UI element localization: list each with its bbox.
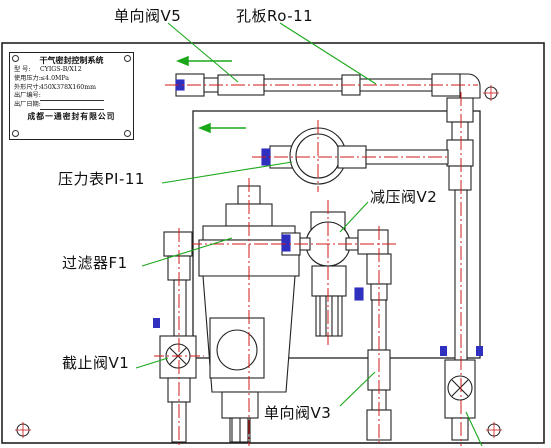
label-pressure-gauge-pi11: 压力表PI-11 (58, 170, 145, 188)
left-vertical-pipe (159, 231, 197, 443)
reducing-valve-v2 (281, 211, 389, 337)
nameplate-screw (12, 55, 19, 62)
label-stop-valve-v1: 截止阀V1 (62, 354, 130, 372)
label-check-valve-v5: 单向阀V5 (114, 7, 182, 25)
nameplate-value: ≤4.0MPa (40, 74, 69, 82)
top-pipe-run (175, 73, 481, 99)
nameplate-row-serial: 出厂编号: (14, 92, 129, 102)
right-valve-accent-2 (476, 346, 483, 356)
right-valve-accent (440, 346, 447, 356)
label-reducing-valve-v2: 减压阀V2 (370, 188, 438, 206)
nameplate-key: 出厂编号: (14, 92, 41, 100)
nameplate-key: 使用压力: (14, 74, 41, 82)
nameplate-row-date: 出厂日期: (14, 101, 129, 110)
right-vertical-pipe (444, 97, 476, 441)
nameplate-title: 干气密封控制系统 (39, 55, 104, 65)
label-filter-f1: 过滤器F1 (62, 254, 128, 272)
nameplate-key: 型 号: (14, 66, 31, 73)
nameplate-blank-line (40, 94, 104, 102)
nameplate-screw (124, 55, 131, 62)
mounting-holes (15, 85, 502, 438)
flow-arrows (175, 55, 246, 134)
outer-frame (1, 42, 545, 444)
nameplate: 干气密封控制系统 型 号: CYIGS-B/X12 使用压力:≤4.0MPa 外形… (9, 52, 134, 140)
nameplate-company: 成都一通密封有限公司 (27, 111, 116, 121)
label-check-valve-v3: 单向阀V3 (264, 404, 332, 422)
nameplate-value: 450X378X160mm (40, 83, 96, 91)
inner-panel (192, 110, 481, 359)
label-orifice-ro11: 孔板Ro-11 (236, 7, 314, 25)
left-valve-accent (153, 318, 160, 328)
leader-lines (135, 22, 483, 447)
nameplate-screw (12, 130, 19, 137)
nameplate-value: CYIGS-B/X12 (40, 66, 82, 73)
nameplate-row-model: 型 号: CYIGS-B/X12 (14, 66, 129, 75)
nameplate-key: 外形尺寸: (14, 83, 41, 91)
pressure-gauge (261, 127, 449, 185)
nameplate-blank-line (40, 103, 104, 110)
nameplate-row-dimensions: 外形尺寸:450X378X160mm (14, 84, 129, 93)
nameplate-screw (124, 130, 131, 137)
middle-right-pipe (354, 253, 392, 441)
nameplate-row-pressure: 使用压力:≤4.0MPa (14, 75, 129, 84)
nameplate-key: 出厂日期: (14, 101, 41, 109)
